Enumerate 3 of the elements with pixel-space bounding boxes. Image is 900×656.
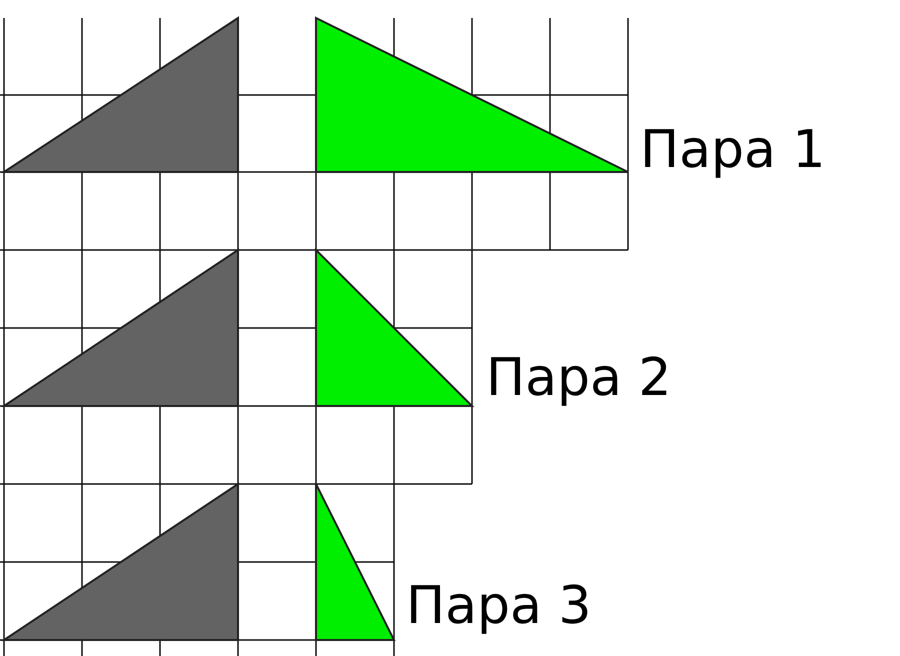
- pair-label: Пара 2: [486, 352, 672, 404]
- pair-label: Пара 1: [640, 124, 826, 176]
- pair-label: Пара 3: [406, 580, 592, 632]
